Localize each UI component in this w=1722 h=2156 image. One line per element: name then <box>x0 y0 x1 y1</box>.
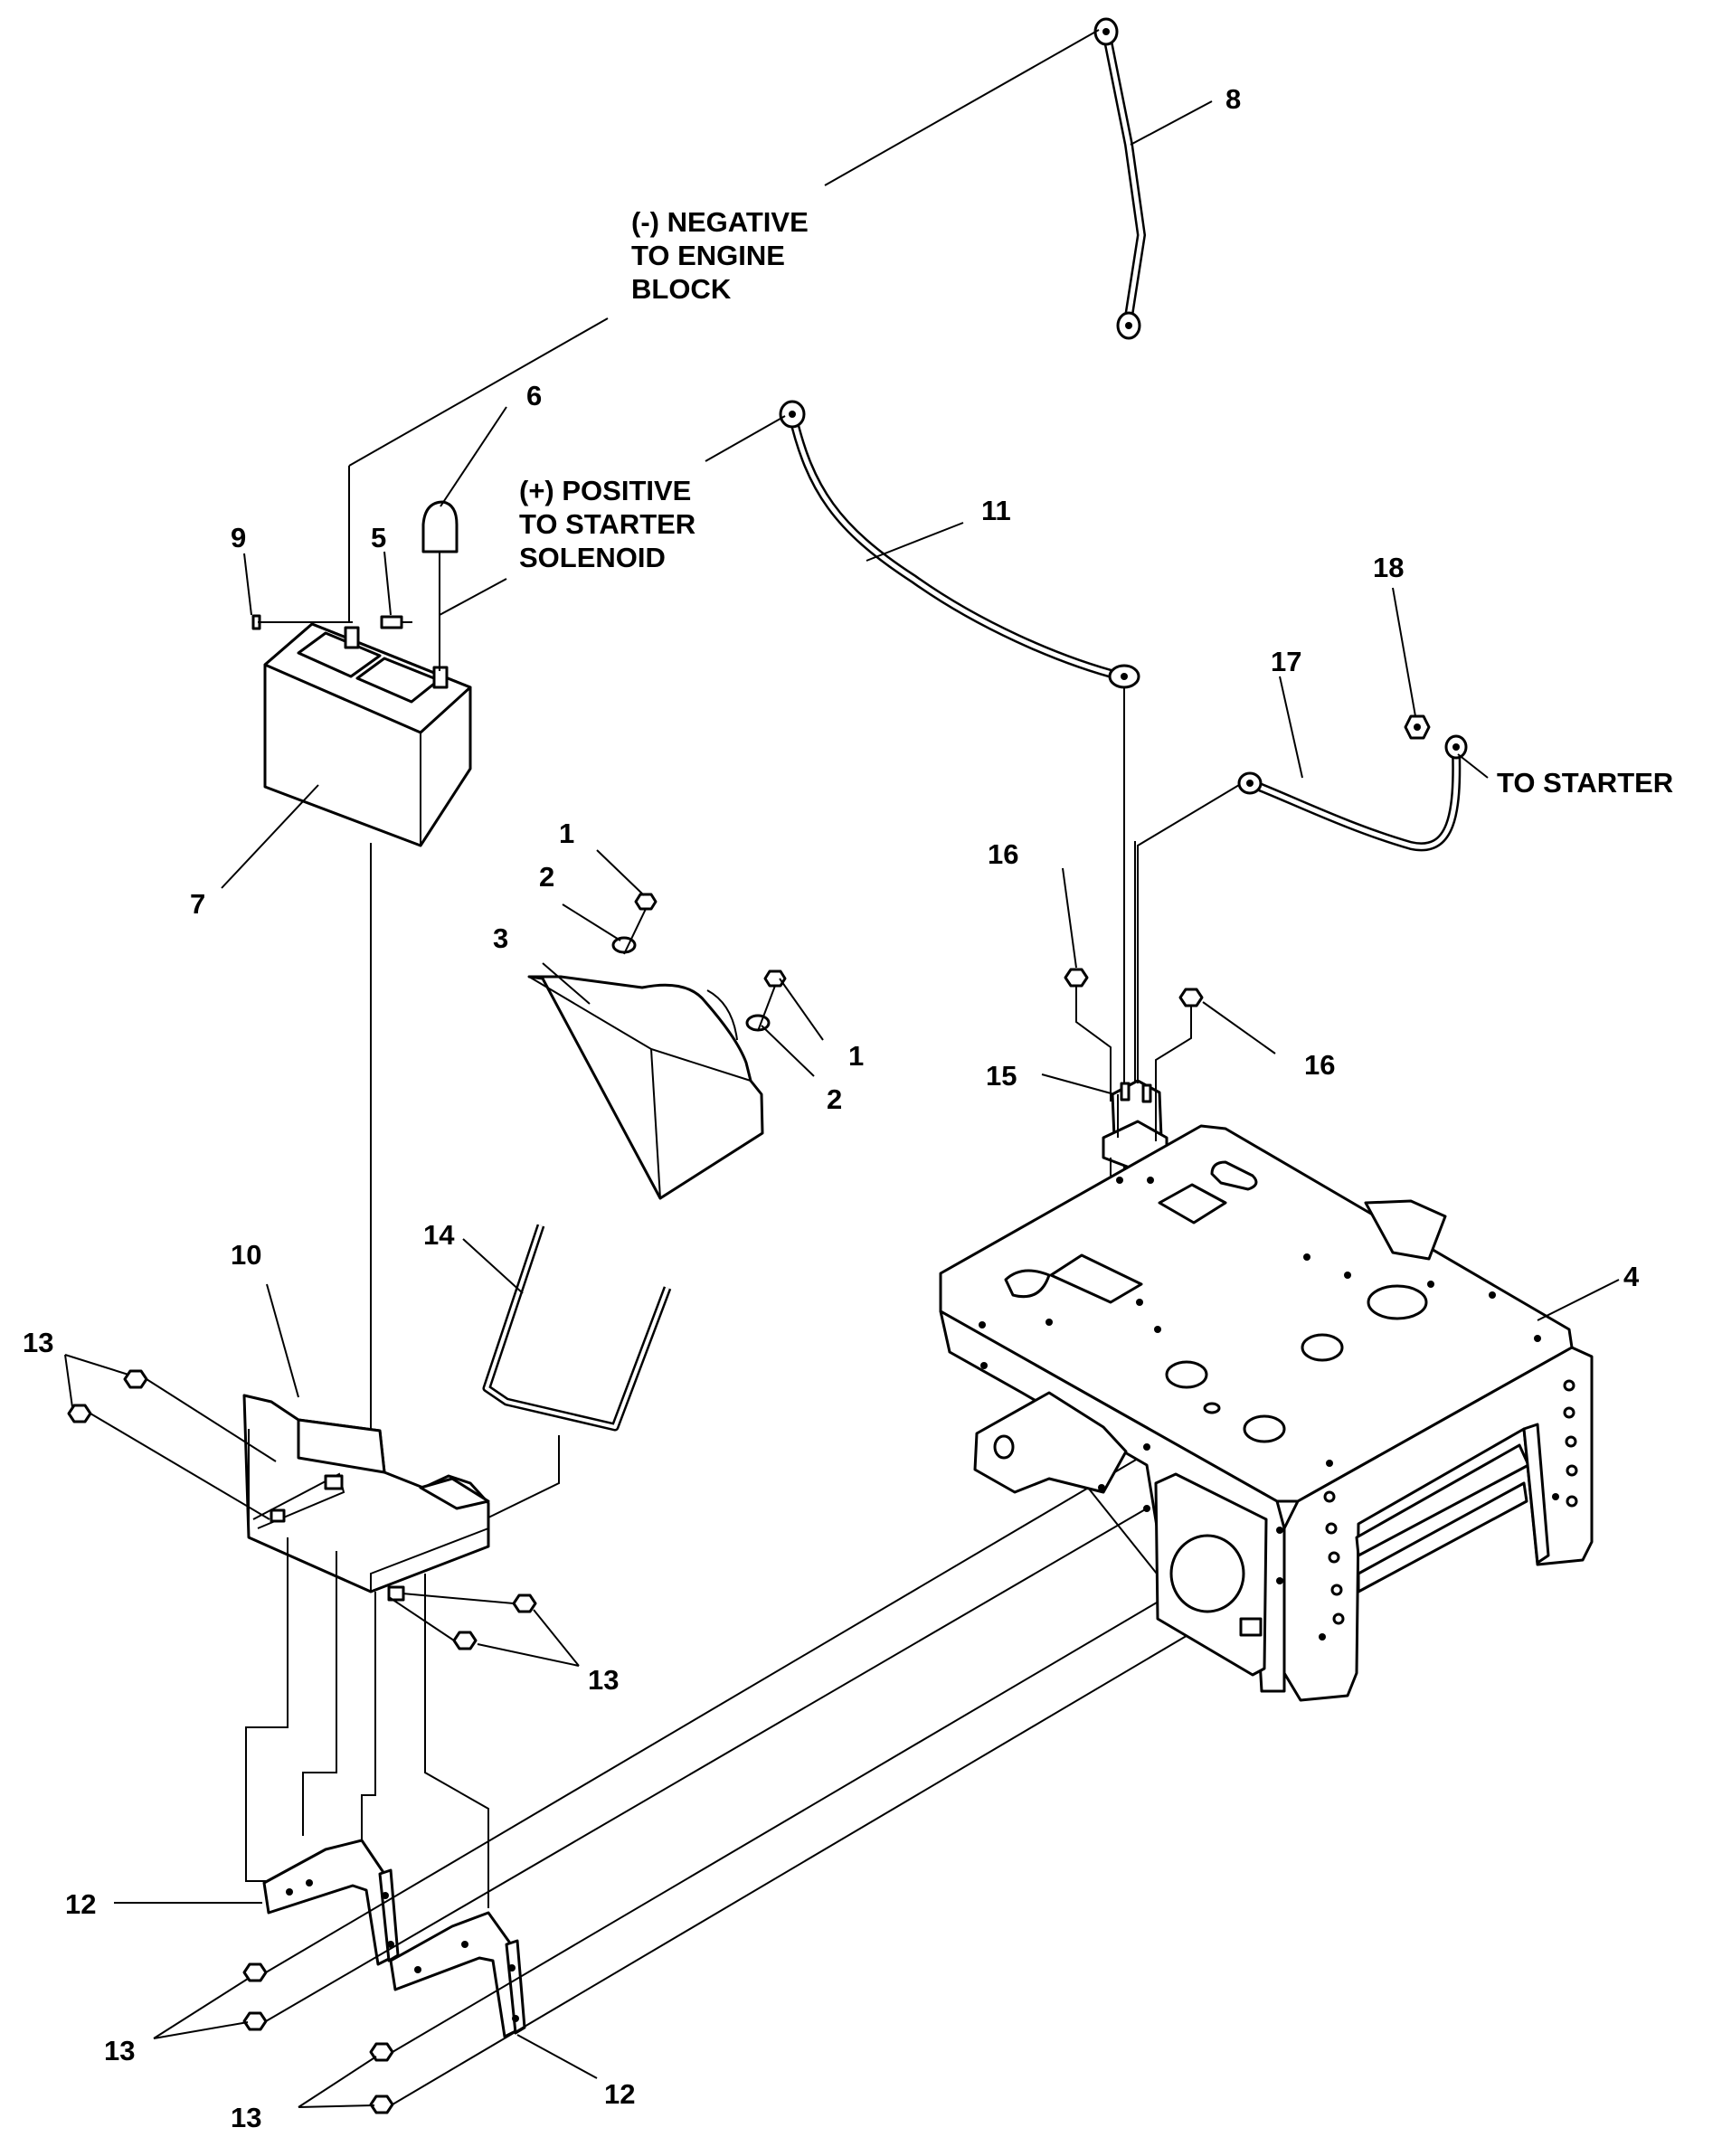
callout-2-upper: 2 <box>539 861 554 893</box>
callout-13-tray-right: 13 <box>588 1664 619 1696</box>
callout-numbers: 1 1 2 2 3 4 5 6 7 8 9 10 11 12 12 13 13 … <box>23 83 1640 2133</box>
callout-4: 4 <box>1623 1261 1640 1292</box>
callout-3: 3 <box>493 922 508 954</box>
callout-5: 5 <box>371 522 386 553</box>
callout-2-right: 2 <box>827 1083 842 1115</box>
note-to-starter: TO STARTER <box>1497 767 1673 799</box>
callout-9: 9 <box>231 522 246 553</box>
chassis-frame-4 <box>939 1124 1594 1702</box>
note-negative: (-) NEGATIVE TO ENGINE BLOCK <box>631 206 809 305</box>
callout-13-bracket-lower: 13 <box>231 2102 261 2133</box>
callout-1-upper: 1 <box>559 818 574 849</box>
terminal-cover-6 <box>421 500 459 553</box>
cover-fasteners <box>611 893 787 1032</box>
tray-nuts-13 <box>67 1369 537 1650</box>
battery-tray-10 <box>242 1394 490 1602</box>
tray-bracket-lines <box>245 1537 489 1908</box>
starter-cable-17 <box>1237 734 1468 852</box>
note-positive-line2: TO STARTER <box>519 508 695 540</box>
callout-11: 11 <box>981 495 1011 526</box>
callout-12-bottom: 12 <box>604 2078 635 2110</box>
negative-cable-8 <box>1093 17 1147 340</box>
solenoid-screws-16 <box>1064 968 1204 1105</box>
note-negative-line1: (-) NEGATIVE <box>631 206 809 238</box>
callout-18: 18 <box>1373 552 1404 583</box>
nut-18 <box>1404 714 1431 740</box>
mount-bracket-12-lower <box>389 1911 526 2038</box>
note-positive: (+) POSITIVE TO STARTER SOLENOID <box>519 475 695 573</box>
leader-lines <box>64 100 1620 2108</box>
note-negative-line2: TO ENGINE <box>631 240 785 271</box>
battery-7 <box>263 622 472 847</box>
callout-16-upper: 16 <box>988 838 1018 870</box>
note-positive-line1: (+) POSITIVE <box>519 475 691 506</box>
callout-14: 14 <box>423 1219 455 1251</box>
callout-7: 7 <box>190 888 205 920</box>
callout-15: 15 <box>986 1060 1017 1092</box>
bracket-nuts-13 <box>242 1962 394 2114</box>
callout-1-right: 1 <box>848 1040 864 1072</box>
terminal-bolt-5 <box>380 615 412 629</box>
callout-12-left: 12 <box>65 1888 96 1920</box>
callout-8: 8 <box>1225 83 1241 115</box>
battery-cover-3 <box>527 975 764 1200</box>
callout-17: 17 <box>1271 646 1301 677</box>
callout-13-bracket-upper: 13 <box>104 2035 135 2066</box>
callout-13-tray-left: 13 <box>23 1327 53 1358</box>
note-negative-line3: BLOCK <box>631 273 732 305</box>
note-positive-line3: SOLENOID <box>519 542 666 573</box>
callout-16-right: 16 <box>1304 1049 1335 1081</box>
mount-bracket-12-upper <box>262 1839 400 1966</box>
callout-10: 10 <box>231 1239 261 1271</box>
frame-top-holes <box>979 1177 1541 1584</box>
hold-down-rod-14 <box>482 1224 672 1520</box>
positive-cable-11 <box>779 400 1140 689</box>
callout-6: 6 <box>526 380 542 411</box>
frame-side-holes <box>1319 1379 1578 1641</box>
